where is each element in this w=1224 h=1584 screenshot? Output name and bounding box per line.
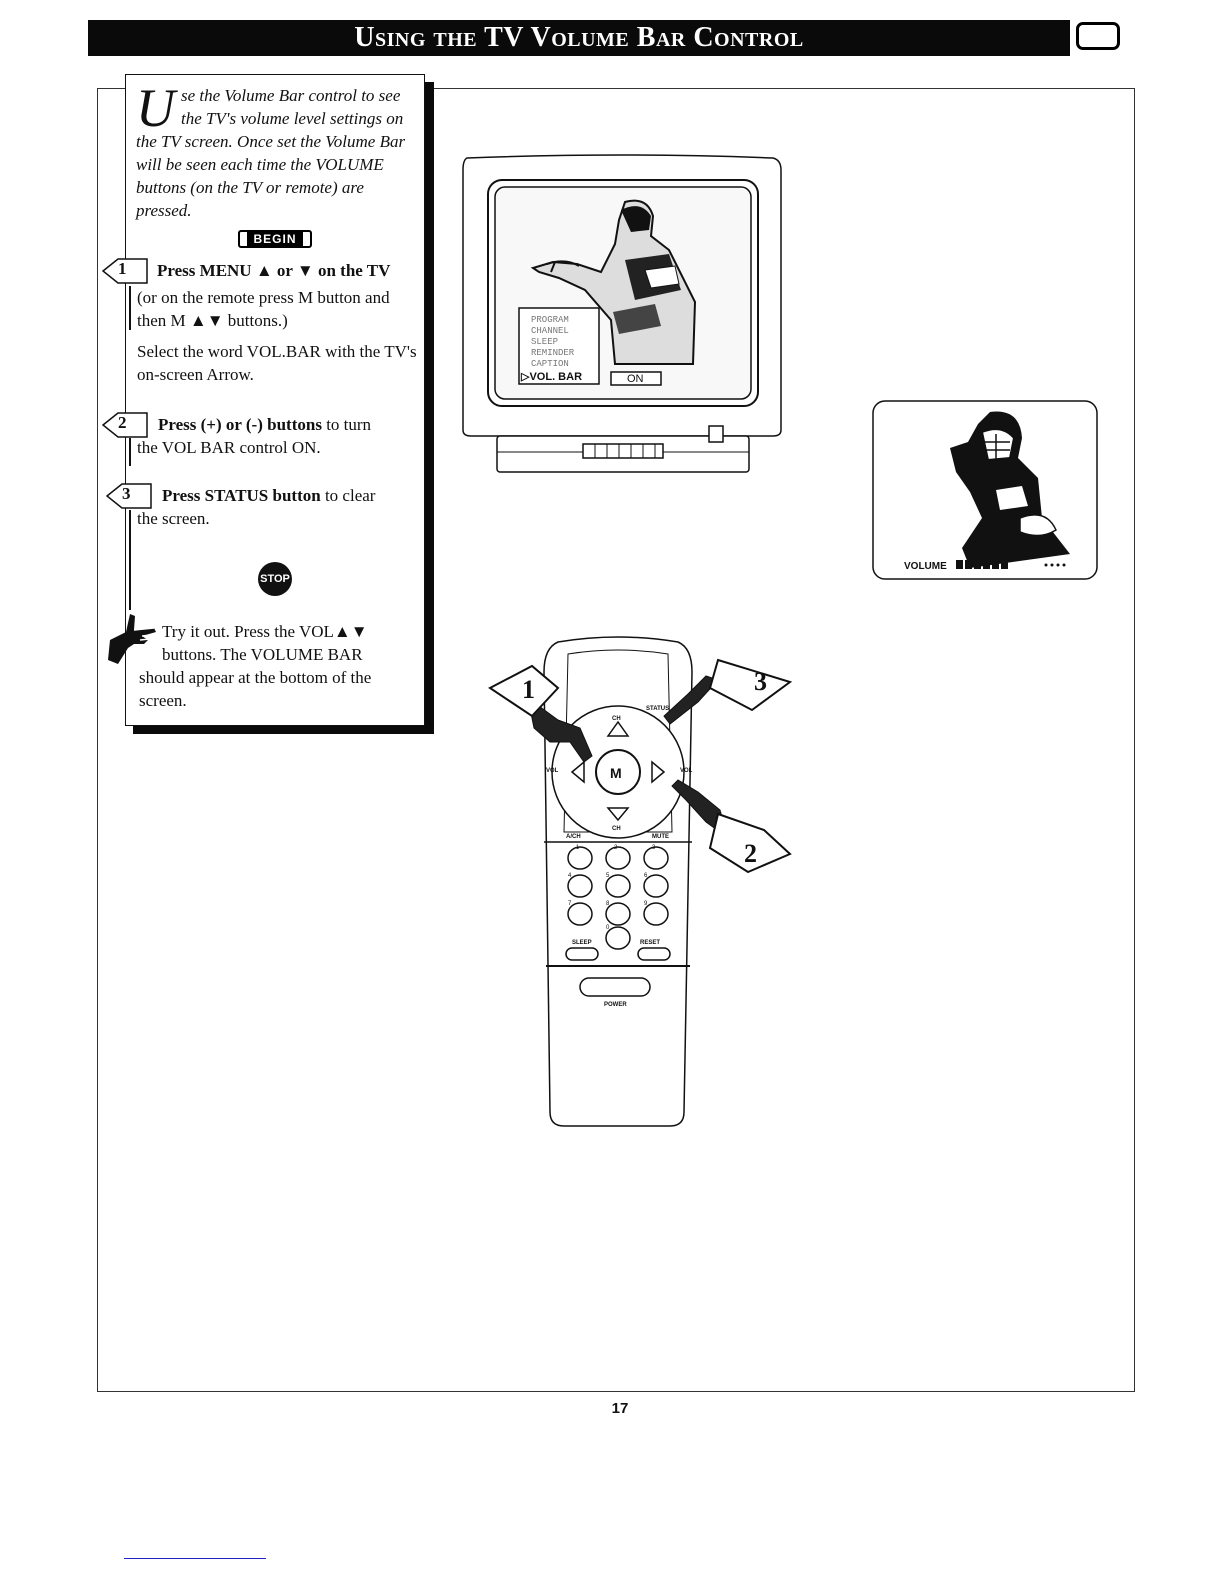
step-2-heading-tail: to turn (321, 415, 372, 434)
tv-menu-item: CAPTION (531, 359, 569, 369)
intro-text: se the Volume Bar control to see the TV'… (136, 86, 406, 220)
tip-text: Try it out. Press the VOL▲▼ buttons. The… (162, 620, 412, 666)
step-1-heading: Press MENU ▲ or ▼ on the TV (157, 261, 391, 280)
page-title: Using the TV Volume Bar Control (354, 22, 804, 53)
begin-badge: BEGIN (238, 230, 312, 248)
step-2-heading-line: Press (+) or (-) buttons to turn (158, 413, 420, 436)
callout-2-number: 2 (744, 839, 757, 868)
keypad-digit-label: 4 (568, 873, 572, 879)
remote-ach-label: A/CH (566, 834, 581, 840)
step-3-heading-tail: to clear (320, 486, 376, 505)
remote-ch-label: CH (612, 716, 621, 722)
callout-1-number: 1 (522, 675, 535, 704)
step-2-rule (129, 438, 131, 466)
step-1-body-2: Select the word VOL.BAR with the TV's on… (137, 342, 417, 384)
keypad-digit-label: 0 (606, 925, 610, 931)
step-3-number: 3 (122, 484, 131, 503)
tip-text-2: should appear at the bottom of the scree… (139, 668, 372, 710)
inset-screen: VOLUME (872, 400, 1098, 580)
volume-bar-indicator (956, 560, 1066, 569)
step-3-arrow-icon (106, 483, 152, 509)
begin-label: BEGIN (247, 232, 303, 246)
step-1-rule (129, 286, 131, 330)
remote-sleep-label: SLEEP (572, 940, 592, 946)
tip-line-1: Try it out. Press the VOL▲▼ (162, 622, 368, 641)
stop-sign-icon: STOP (258, 562, 292, 596)
keypad-digit-label: 7 (568, 901, 572, 907)
stop-label: STOP (260, 573, 290, 585)
tv-menu-item: PROGRAM (531, 315, 569, 325)
remote-vol-right-label: VOL (680, 768, 693, 774)
keypad-digit-label: 3 (652, 845, 656, 851)
page-number: 17 (611, 1400, 629, 1417)
step-3-body: the screen. (137, 509, 210, 528)
step-1-number: 1 (118, 259, 127, 278)
drop-cap: U (136, 78, 175, 138)
tip-line-2: buttons. The VOLUME BAR (162, 645, 363, 664)
remote-menu-button-label: M (610, 765, 622, 781)
page-header-bar: Using the TV Volume Bar Control (88, 20, 1070, 56)
number-keypad: 1 2 3 4 5 6 7 8 9 0 (567, 845, 669, 950)
panel-shadow (133, 726, 434, 734)
remote-mute-label: MUTE (652, 834, 669, 840)
remote-ch-bottom-label: CH (612, 826, 621, 832)
step-2-arrow-icon (102, 412, 148, 438)
keypad-digit-label: 8 (606, 901, 610, 907)
step-1-arrow-icon (102, 258, 148, 284)
on-screen-menu: PROGRAM CHANNEL SLEEP REMINDER CAPTION ▷… (518, 307, 662, 386)
remote-reset-label: RESET (640, 940, 660, 946)
step-3-rule (129, 510, 131, 610)
pointing-hand-icon (108, 614, 156, 664)
footer-rule (124, 1558, 266, 1559)
step-2-number: 2 (118, 413, 127, 432)
step-1-body: (or on the remote press M button and the… (137, 288, 390, 330)
keypad-digit-label: 5 (606, 873, 610, 879)
inset-volume-label: VOLUME (904, 561, 947, 572)
content-frame (97, 88, 1135, 1392)
keypad-digit-label: 2 (614, 845, 618, 851)
step-2-body: the VOL BAR control ON. (137, 438, 321, 457)
tv-menu-item: REMINDER (531, 348, 575, 358)
keypad-digit-label: 9 (644, 901, 648, 907)
tv-menu-value: ON (627, 373, 644, 385)
tv-menu-item: CHANNEL (531, 326, 569, 336)
player-silhouette (530, 199, 697, 365)
keypad-digit-label: 1 (576, 845, 580, 851)
panel-shadow (425, 82, 434, 734)
remote-power-label: POWER (604, 1002, 627, 1008)
step-3-heading: Press STATUS button (162, 486, 321, 505)
remote-status-label: STATUS (646, 706, 669, 712)
instruction-panel (125, 74, 425, 726)
tv-menu-item: SLEEP (531, 337, 558, 347)
running-player-silhouette (950, 411, 1070, 568)
remote-vol-left-label: VOL (546, 768, 559, 774)
tv-screen-icon (1076, 22, 1120, 50)
step-3-heading-line: Press STATUS button to clear (162, 484, 420, 507)
step-2-heading: Press (+) or (-) buttons (158, 415, 322, 434)
keypad-digit-label: 6 (644, 873, 648, 879)
tv-menu-selected: ▷VOL. BAR (520, 371, 582, 383)
callout-3-number: 3 (754, 667, 767, 696)
remote-control-illustration: M CH STATUS VOL VOL CH A/CH MUTE 1 2 3 4… (488, 636, 793, 1127)
tv-illustration: PROGRAM CHANNEL SLEEP REMINDER CAPTION ▷… (462, 154, 782, 473)
